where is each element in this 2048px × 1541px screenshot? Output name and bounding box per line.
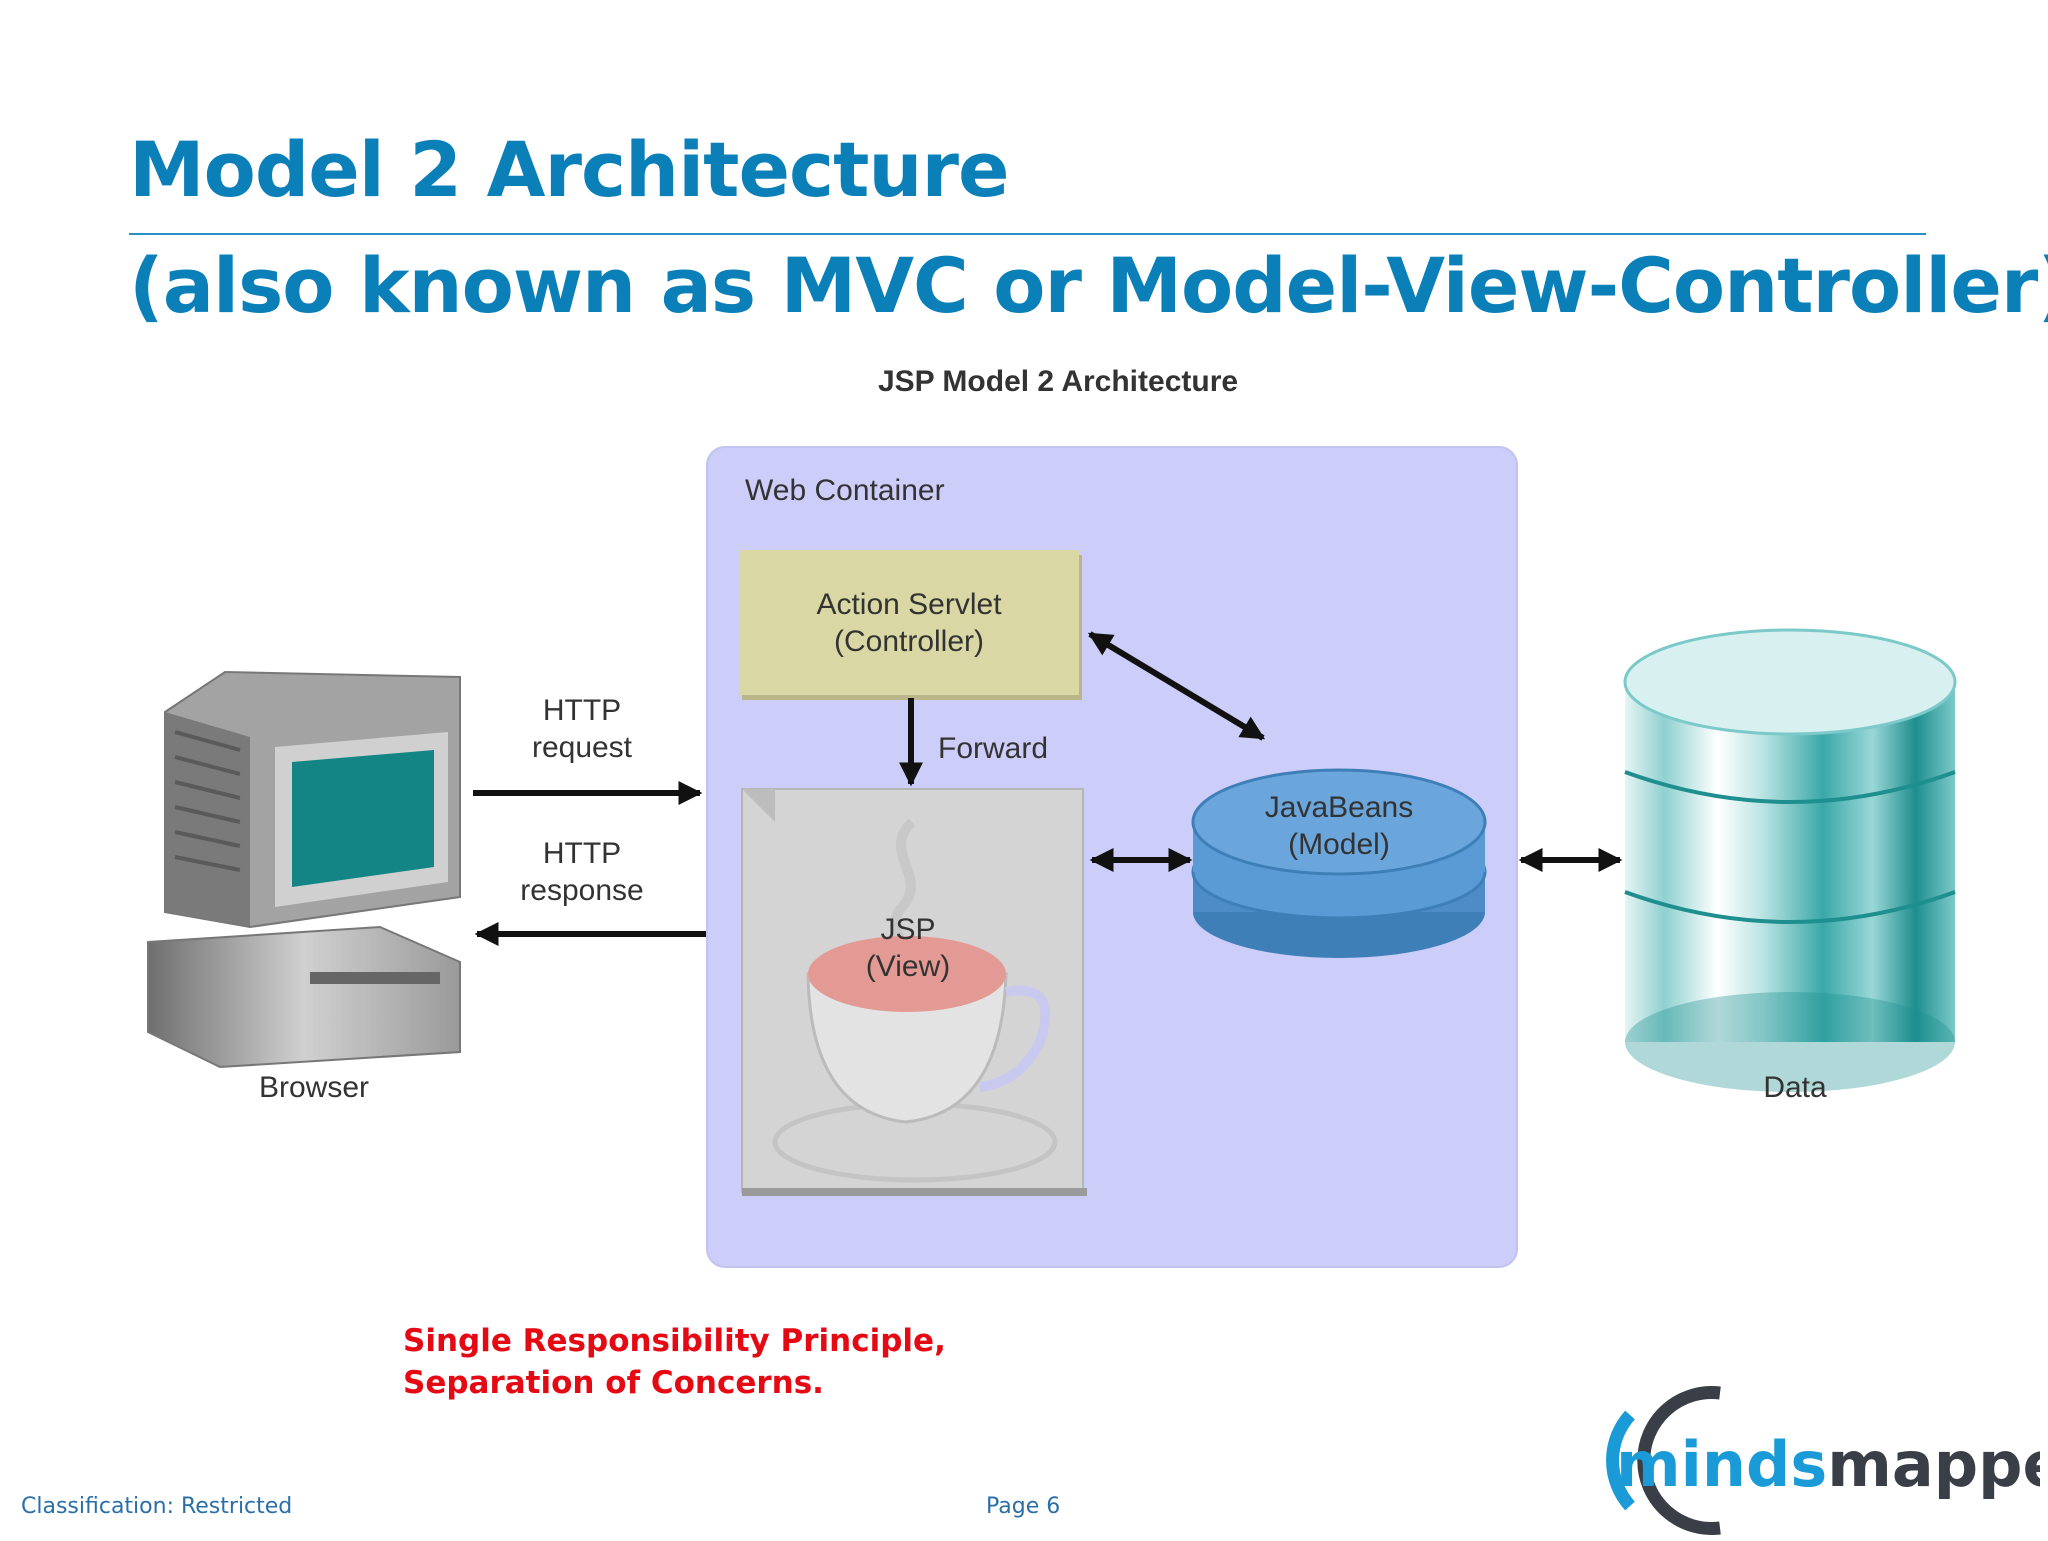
view-label-line2: (View) — [866, 950, 950, 983]
mindsmapped-logo: mindsmapped — [1590, 1385, 2048, 1536]
principle-line-2: Separation of Concerns. — [403, 1365, 824, 1401]
slide-title: Model 2 Architecture — [129, 125, 1010, 214]
diagram-heading: JSP Model 2 Architecture — [878, 365, 1238, 398]
response-label-line1: HTTP — [543, 837, 621, 870]
response-label-line2: response — [520, 874, 643, 907]
model-label-line1: JavaBeans — [1265, 791, 1413, 824]
logo-text-part2: mapped — [1827, 1428, 2040, 1501]
mvc-diagram: JSP Model 2 Architecture Web Container A… — [130, 352, 1960, 1292]
controller-model-arrow — [1087, 631, 1266, 741]
controller-label-line2: (Controller) — [834, 625, 984, 658]
browser-label: Browser — [259, 1071, 369, 1104]
request-label-line1: HTTP — [543, 694, 621, 727]
svg-text:mindsmapped: mindsmapped — [1616, 1428, 2040, 1501]
principle-note: Single Responsibility Principle, Separat… — [403, 1320, 946, 1404]
model-label-line2: (Model) — [1288, 828, 1390, 861]
coffee-cup-icon — [806, 972, 1008, 1124]
classification-label: Classification: Restricted — [21, 1494, 293, 1519]
view-label-line1: JSP — [880, 913, 935, 946]
controller-label-line1: Action Servlet — [816, 588, 1002, 621]
principle-line-1: Single Responsibility Principle, — [403, 1323, 946, 1359]
data-label: Data — [1763, 1071, 1827, 1104]
title-divider — [129, 233, 1926, 235]
slide-subtitle: (also known as MVC or Model-View-Control… — [129, 241, 2048, 330]
javabeans-model — [1191, 768, 1487, 958]
browser-computer-icon — [147, 670, 461, 1069]
controller-box — [739, 550, 1079, 695]
page-number: Page 6 — [986, 1494, 1061, 1519]
logo-text-part1: minds — [1616, 1428, 1827, 1501]
database-icon — [1623, 628, 1957, 1092]
forward-label: Forward — [938, 732, 1048, 765]
web-container-label: Web Container — [745, 474, 945, 507]
request-label-line2: request — [532, 731, 633, 764]
